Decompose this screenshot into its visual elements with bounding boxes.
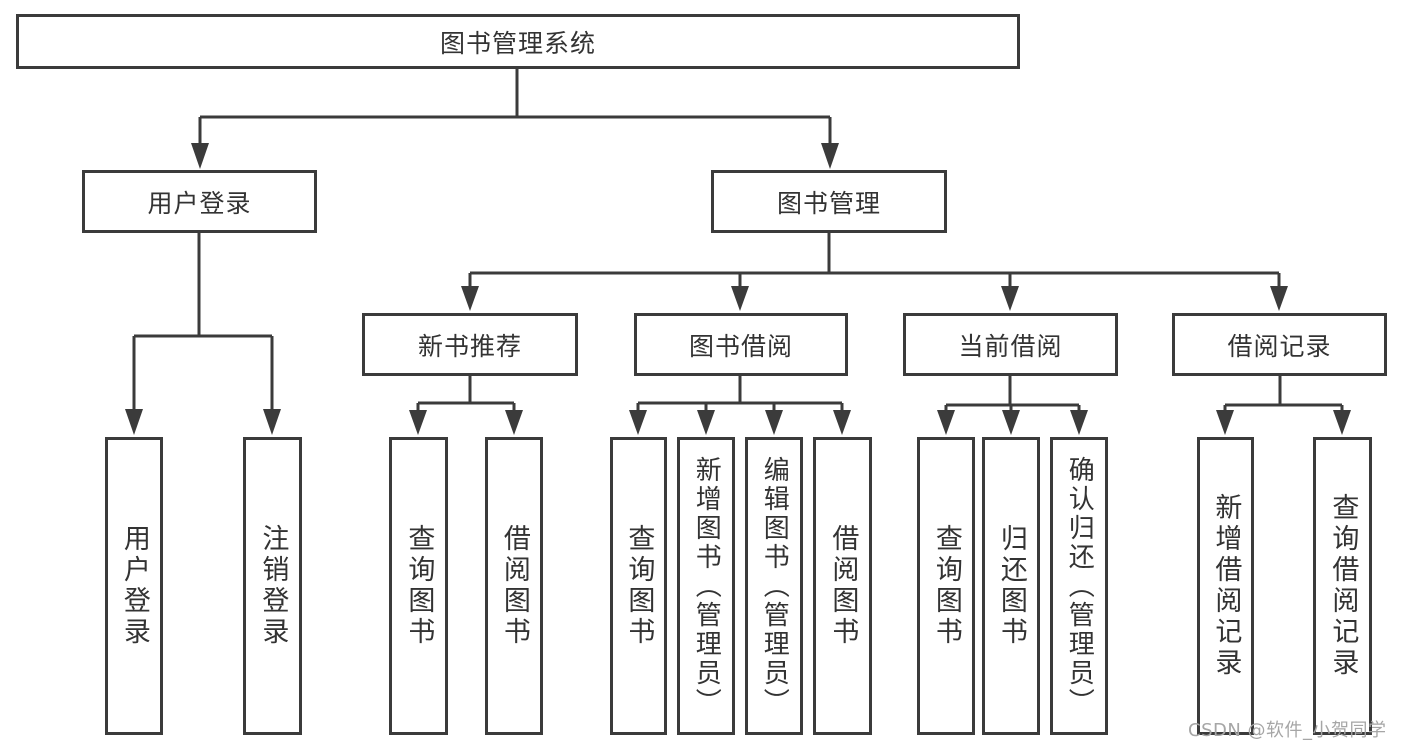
arrowhead-icon xyxy=(833,410,851,435)
arrowhead-icon xyxy=(191,143,209,169)
connector-borrow-records-to-leaves xyxy=(1216,376,1351,435)
connector-new-book-to-leaves xyxy=(409,376,523,435)
leaf-borrow-books-recommend: 借阅图书 xyxy=(485,437,543,735)
leaf-query-books-borrow: 查询图书 xyxy=(610,437,667,735)
node-user-login: 用户登录 xyxy=(82,170,317,233)
leaf-edit-book-admin-label: 编辑图书（管理员） xyxy=(759,455,790,717)
arrowhead-icon xyxy=(125,409,143,435)
leaf-query-books-recommend-label: 查询图书 xyxy=(403,524,435,648)
root-node-book-management-system: 图书管理系统 xyxy=(16,14,1020,69)
leaf-confirm-return-admin: 确认归还（管理员） xyxy=(1050,437,1108,735)
connector-current-borrow-to-leaves xyxy=(937,376,1088,435)
leaf-edit-book-admin: 编辑图书（管理员） xyxy=(745,437,803,735)
connector-book-management-to-level3 xyxy=(461,233,1288,311)
arrowhead-icon xyxy=(505,410,523,435)
connector-book-borrow-to-leaves xyxy=(629,376,851,435)
leaf-query-books-current: 查询图书 xyxy=(917,437,975,735)
arrowhead-icon xyxy=(697,410,715,435)
node-current-borrow: 当前借阅 xyxy=(903,313,1118,376)
arrowhead-icon xyxy=(1002,410,1020,435)
leaf-borrow-books-recommend-label: 借阅图书 xyxy=(498,524,530,648)
arrowhead-icon xyxy=(1216,410,1234,435)
leaf-logout-label: 注销登录 xyxy=(257,524,289,648)
arrowhead-icon xyxy=(731,286,749,311)
leaf-return-book-label: 归还图书 xyxy=(995,524,1027,648)
node-book-borrow: 图书借阅 xyxy=(634,313,848,376)
leaf-confirm-return-admin-label: 确认归还（管理员） xyxy=(1064,455,1095,717)
leaf-borrow-books-label: 借阅图书 xyxy=(827,524,859,648)
node-borrow-records: 借阅记录 xyxy=(1172,313,1387,376)
node-book-management: 图书管理 xyxy=(711,170,947,233)
leaf-add-book-admin-label: 新增图书（管理员） xyxy=(691,455,722,717)
arrowhead-icon xyxy=(765,410,783,435)
csdn-watermark: CSDN @软件_小贺同学 xyxy=(1188,720,1387,741)
leaf-return-book: 归还图书 xyxy=(982,437,1040,735)
leaf-logout: 注销登录 xyxy=(243,437,302,735)
arrowhead-icon xyxy=(1001,286,1019,311)
arrowhead-icon xyxy=(461,286,479,311)
leaf-user-login: 用户登录 xyxy=(105,437,163,735)
connector-user-login-to-leaves xyxy=(125,233,281,435)
arrowhead-icon xyxy=(1270,286,1288,311)
leaf-query-books-current-label: 查询图书 xyxy=(930,524,962,648)
leaf-add-borrow-record-label: 新增借阅记录 xyxy=(1210,493,1242,679)
arrowhead-icon xyxy=(263,409,281,435)
leaf-borrow-books: 借阅图书 xyxy=(813,437,872,735)
arrowhead-icon xyxy=(409,410,427,435)
leaf-add-book-admin: 新增图书（管理员） xyxy=(677,437,735,735)
arrowhead-icon xyxy=(937,410,955,435)
leaf-add-borrow-record: 新增借阅记录 xyxy=(1197,437,1254,735)
leaf-query-borrow-record-label: 查询借阅记录 xyxy=(1327,493,1359,679)
leaf-query-borrow-record: 查询借阅记录 xyxy=(1313,437,1372,735)
leaf-query-books-borrow-label: 查询图书 xyxy=(623,524,655,648)
arrowhead-icon xyxy=(1070,410,1088,435)
connector-root-to-level2 xyxy=(191,69,839,169)
node-new-book-recommend: 新书推荐 xyxy=(362,313,578,376)
arrowhead-icon xyxy=(1333,410,1351,435)
arrowhead-icon xyxy=(821,143,839,169)
arrowhead-icon xyxy=(629,410,647,435)
leaf-query-books-recommend: 查询图书 xyxy=(389,437,448,735)
leaf-user-login-label: 用户登录 xyxy=(118,524,150,648)
